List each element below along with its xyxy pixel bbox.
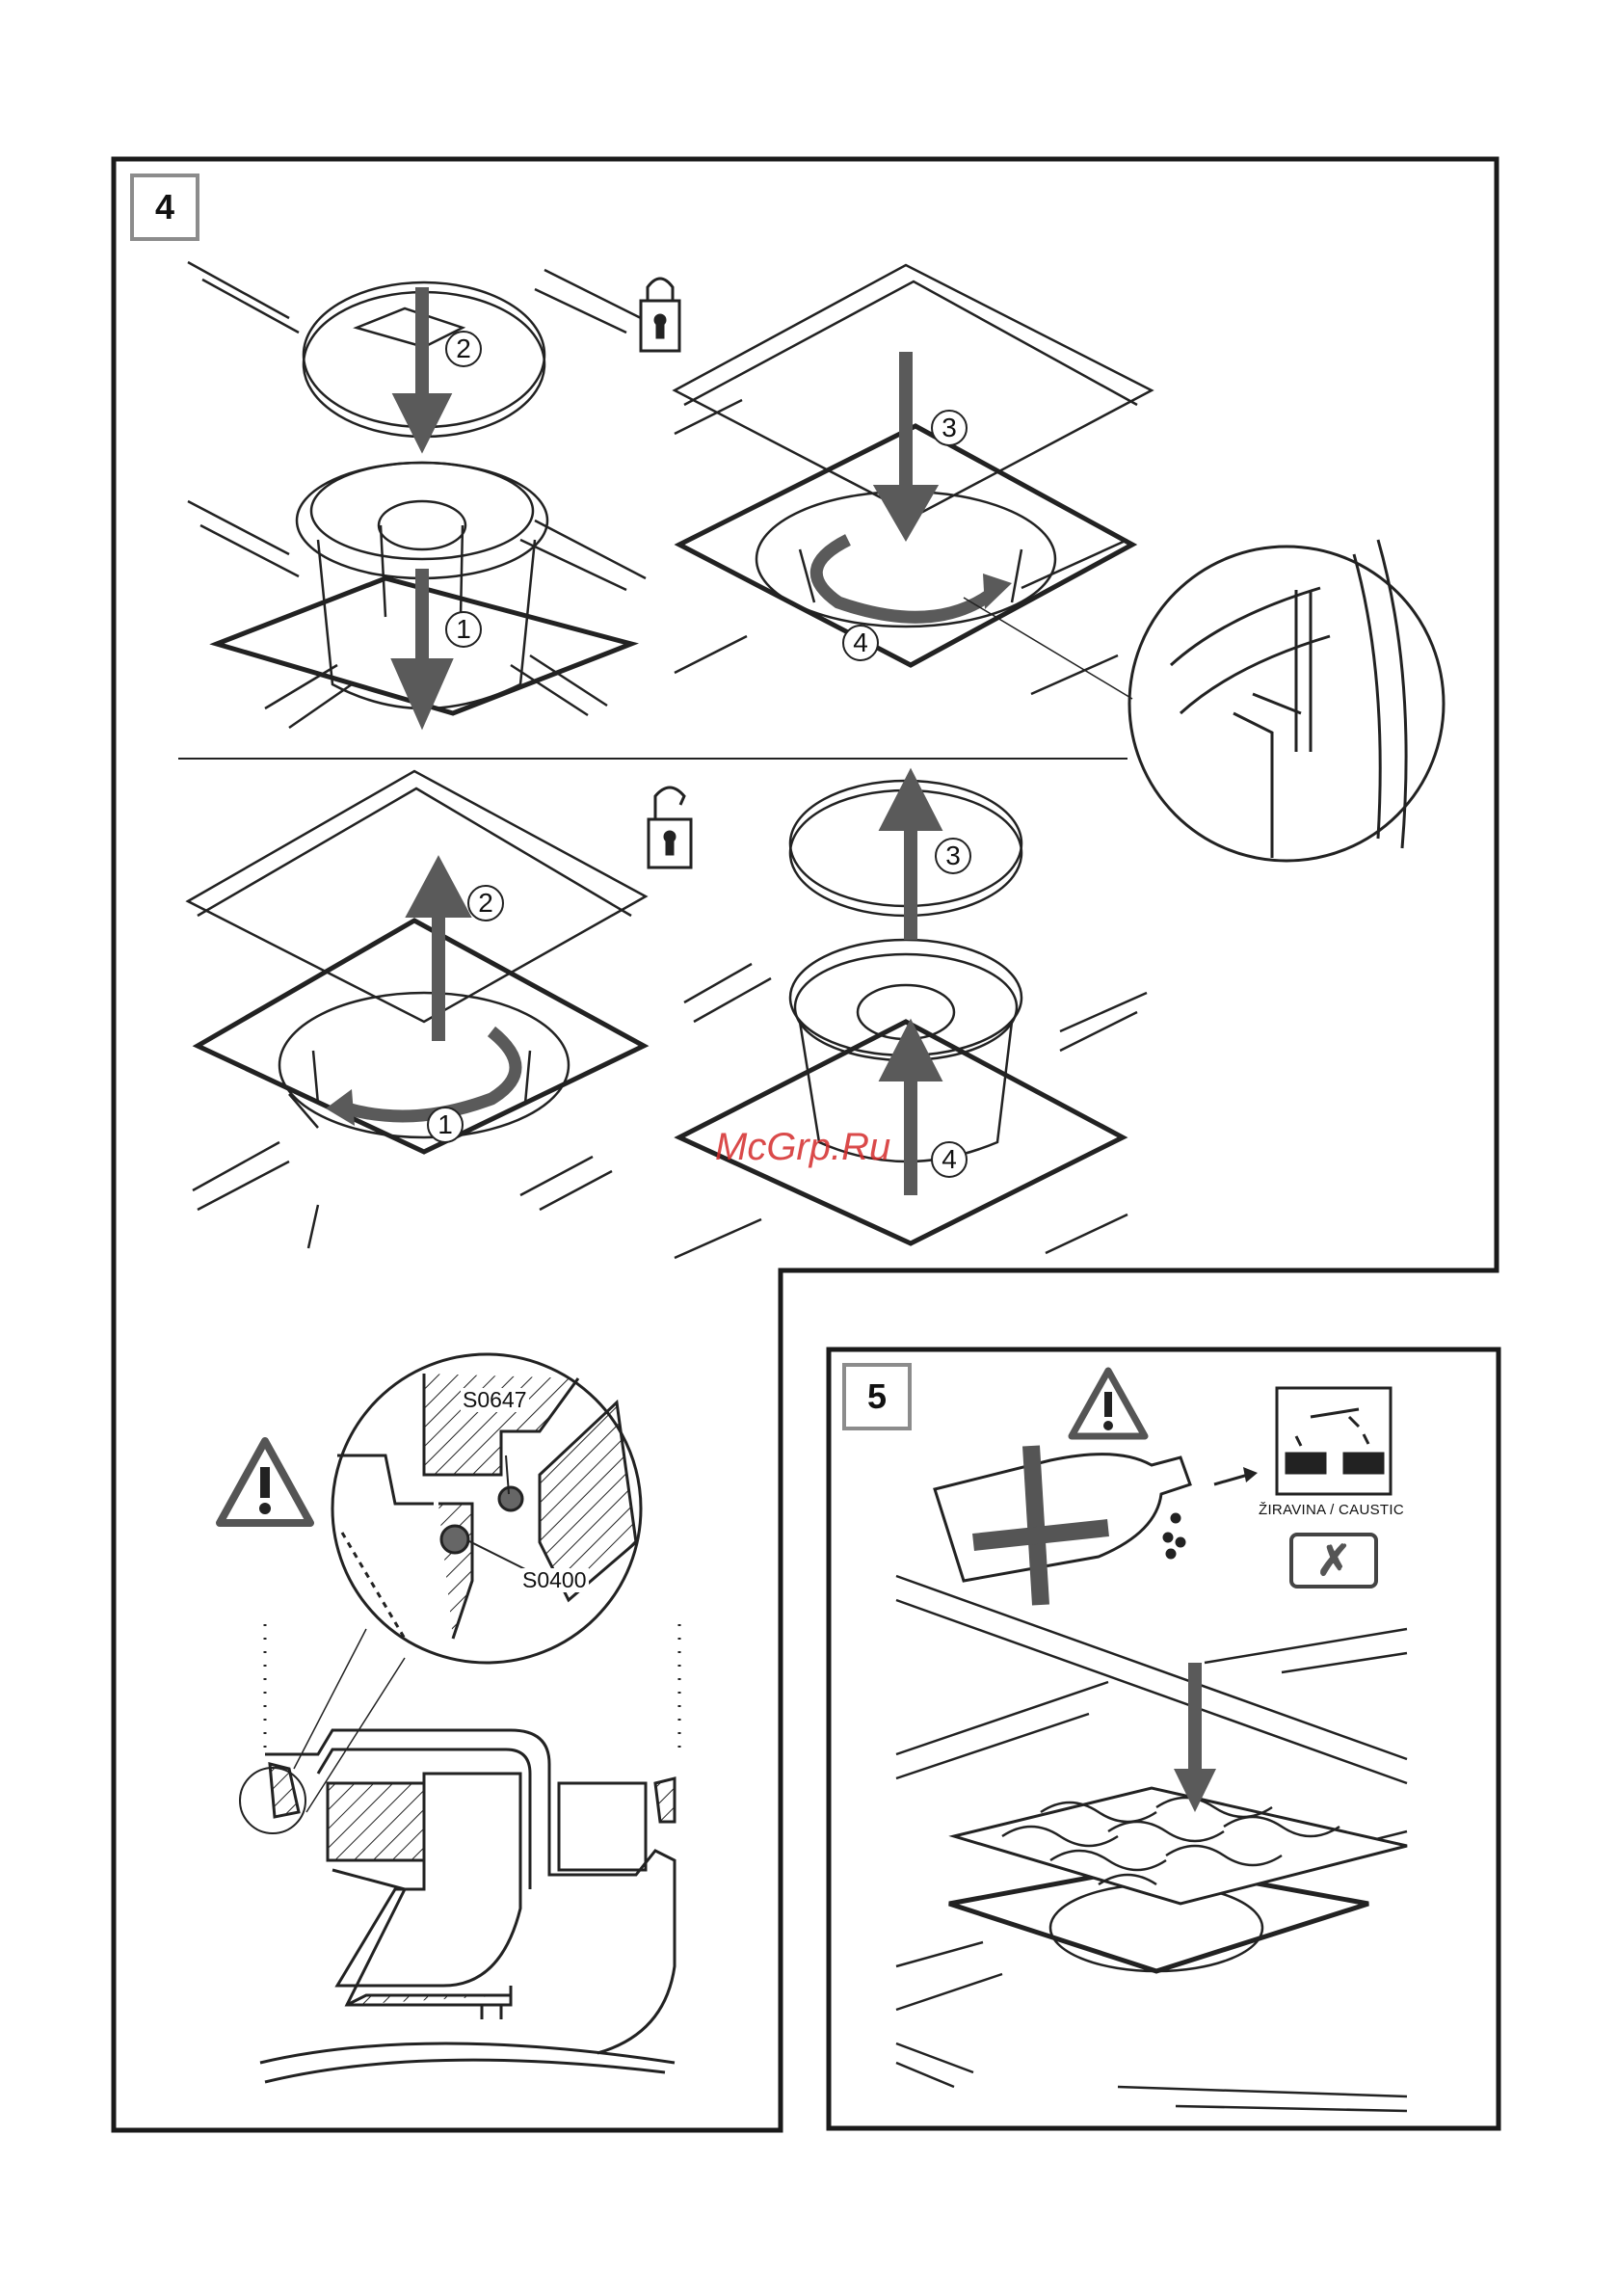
removal-step-2: 2 — [467, 885, 504, 921]
drain-cross-section — [240, 1624, 679, 2082]
removal-step-4: 4 — [931, 1141, 968, 1178]
seal-label-s0647: S0647 — [461, 1388, 529, 1412]
detail-zoom — [964, 540, 1444, 861]
arrows-d — [889, 783, 932, 1195]
cross-mark-icon: ✗ — [1289, 1533, 1378, 1589]
warning-triangle-icon-2 — [1072, 1371, 1145, 1436]
padlock-open-icon — [649, 788, 691, 868]
install-step-2: 2 — [445, 331, 482, 367]
floor-tiles-figure5 — [896, 1576, 1407, 2111]
install-step-1: 1 — [445, 611, 482, 648]
removal-step-3: 3 — [935, 838, 971, 874]
removal-diagram-a — [188, 771, 646, 1248]
watermark: McGrp.Ru — [715, 1126, 890, 1169]
removal-step-1: 1 — [427, 1107, 464, 1143]
install-step-3: 3 — [931, 410, 968, 446]
seal-label-s0400: S0400 — [520, 1568, 589, 1592]
arrows-b — [816, 352, 1012, 617]
caustic-label: ŽIRAVINA / CAUSTIC — [1259, 1502, 1404, 1518]
corrosive-hazard-icon — [1277, 1388, 1391, 1494]
figure5-badge: 5 — [842, 1363, 912, 1430]
install-step-4: 4 — [842, 625, 879, 661]
figure4-badge: 4 — [130, 174, 199, 241]
bottle-crossed — [935, 1446, 1190, 1605]
install-diagram-b — [675, 265, 1152, 694]
padlock-closed-icon — [641, 279, 679, 351]
warning-triangle-icon — [220, 1441, 310, 1523]
